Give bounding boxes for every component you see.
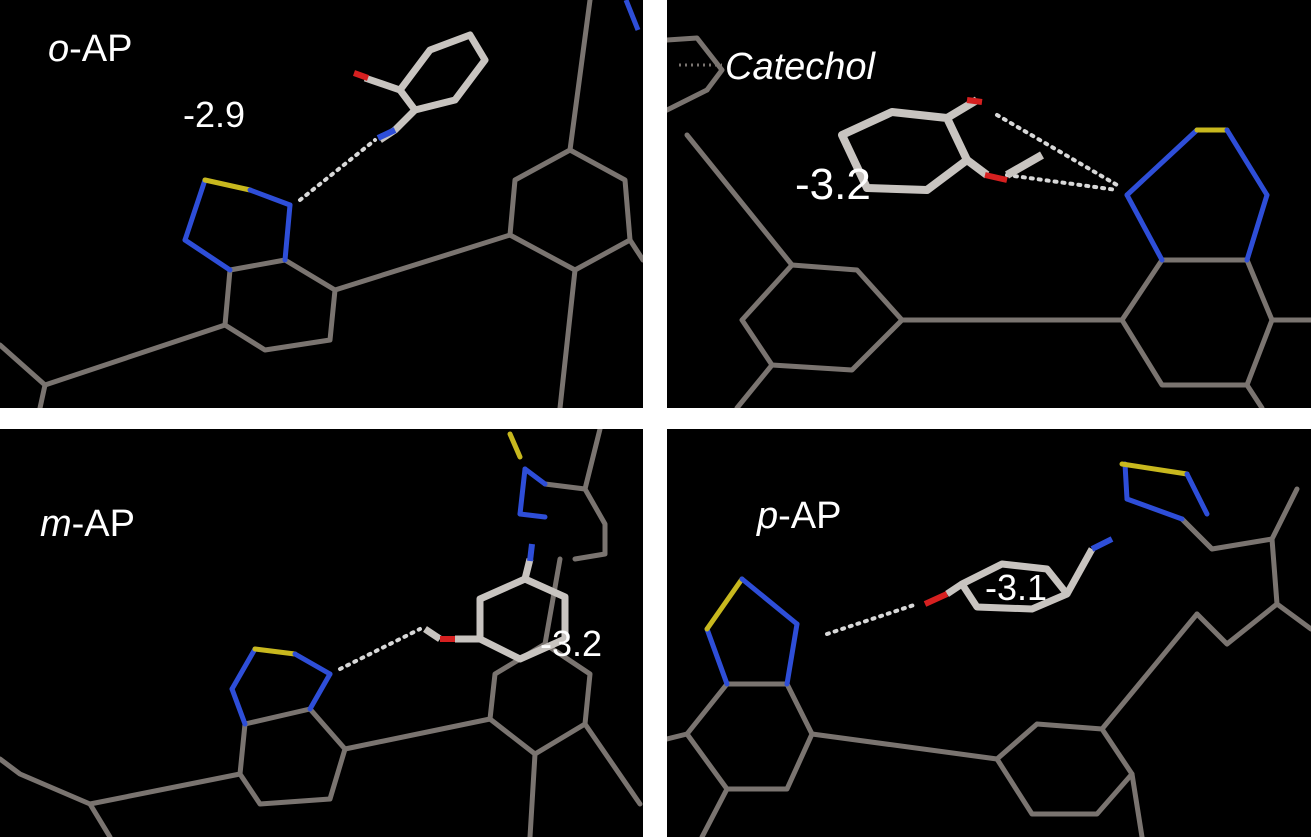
panel-label: m-AP [40, 505, 135, 543]
panel-label-rest: -AP [71, 503, 136, 545]
panel-label-italic: Catechol [725, 46, 875, 88]
molecule-render-catechol [667, 35, 1311, 408]
panel-label: o-AP [48, 30, 133, 68]
panel-label-italic: o [48, 28, 70, 70]
panel-label: Catechol [725, 48, 875, 86]
panel-label-italic: p [757, 495, 779, 537]
panel-label: p-AP [757, 497, 842, 535]
panel-label-rest: -AP [778, 495, 842, 537]
panel-label-italic: m [40, 503, 72, 545]
binding-energy-label: -3.2 [795, 160, 871, 209]
panel-catechol: Catechol -3.2 [667, 0, 1311, 408]
binding-energy-label: -3.1 [985, 567, 1048, 608]
panel-m-ap: m-AP -3.2 [0, 429, 643, 837]
molecule-render-m-ap [0, 429, 643, 837]
panel-p-ap: p-AP -3.1 [667, 429, 1311, 837]
panel-o-ap: o-AP -2.9 [0, 0, 643, 408]
panel-label-rest: -AP [69, 28, 133, 70]
molecule-render-p-ap [667, 461, 1311, 837]
molecule-render-o-ap [0, 0, 643, 408]
binding-energy-label: -3.2 [540, 623, 603, 664]
binding-energy-label: -2.9 [183, 94, 246, 135]
